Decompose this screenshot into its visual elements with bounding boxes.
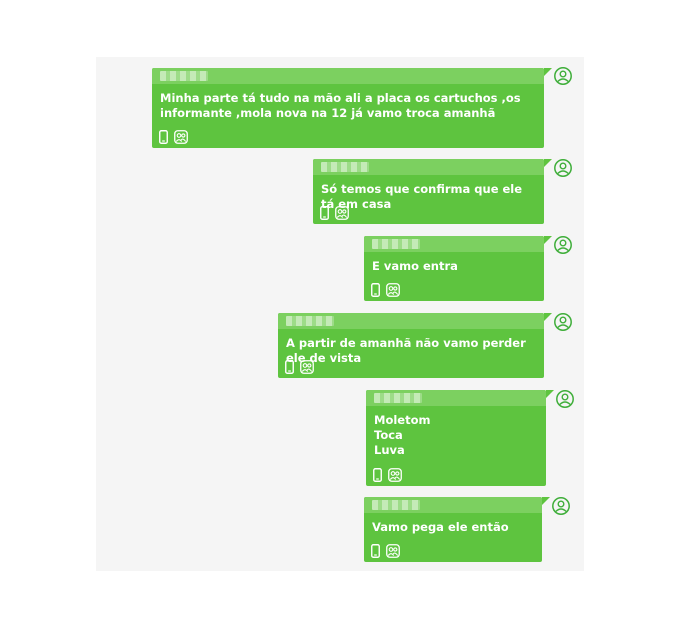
- message-text: E vamo entra: [372, 259, 458, 273]
- smartphone-icon: [371, 283, 380, 297]
- sender-bar: redacted: [152, 68, 544, 84]
- smartphone-icon: [159, 130, 168, 144]
- message-bubble[interactable]: redacted A partir de amanhã não vamo per…: [278, 313, 552, 378]
- smartphone-icon: [373, 468, 382, 482]
- message-bubble[interactable]: redacted E vamo entra: [364, 236, 552, 301]
- group-icon: [386, 283, 400, 297]
- smartphone-icon: [285, 360, 294, 374]
- sender-bar: redacted: [313, 159, 544, 175]
- user-avatar-icon[interactable]: [554, 313, 572, 331]
- message-bubble[interactable]: redacted Moletom Toca Luva: [366, 390, 554, 486]
- user-avatar-icon[interactable]: [554, 159, 572, 177]
- sender-name-redacted: redacted: [372, 500, 420, 510]
- message-icons: [159, 130, 188, 144]
- user-avatar-icon[interactable]: [556, 390, 574, 408]
- message-bubble[interactable]: redacted Minha parte tá tudo na mão ali …: [152, 68, 552, 148]
- message-icons: [285, 360, 314, 374]
- message-icons: [320, 206, 349, 220]
- sender-bar: redacted: [364, 497, 542, 513]
- message-text: Só temos que confirma que ele tá em casa: [321, 182, 523, 211]
- sender-name-redacted: redacted: [160, 71, 208, 81]
- user-avatar-icon[interactable]: [552, 497, 570, 515]
- message-icons: [373, 468, 402, 482]
- message-bubble[interactable]: redacted Vamo pega ele então: [364, 497, 550, 562]
- message-text: Moletom Toca Luva: [374, 413, 431, 457]
- user-avatar-icon[interactable]: [554, 236, 572, 254]
- message-icons: [371, 544, 400, 558]
- group-icon: [335, 206, 349, 220]
- sender-name-redacted: redacted: [374, 393, 422, 403]
- message-text: Minha parte tá tudo na mão ali a placa o…: [160, 91, 521, 120]
- message-text: A partir de amanhã não vamo perder ele d…: [286, 336, 526, 365]
- sender-name-redacted: redacted: [321, 162, 369, 172]
- user-avatar-icon[interactable]: [554, 67, 572, 85]
- sender-bar: redacted: [366, 390, 546, 406]
- smartphone-icon: [371, 544, 380, 558]
- group-icon: [388, 468, 402, 482]
- message-bubble[interactable]: redacted Só temos que confirma que ele t…: [313, 159, 552, 224]
- group-icon: [300, 360, 314, 374]
- smartphone-icon: [320, 206, 329, 220]
- sender-name-redacted: redacted: [286, 316, 334, 326]
- sender-bar: redacted: [278, 313, 544, 329]
- sender-bar: redacted: [364, 236, 544, 252]
- group-icon: [174, 130, 188, 144]
- message-icons: [371, 283, 400, 297]
- message-text: Vamo pega ele então: [372, 520, 509, 534]
- group-icon: [386, 544, 400, 558]
- sender-name-redacted: redacted: [372, 239, 420, 249]
